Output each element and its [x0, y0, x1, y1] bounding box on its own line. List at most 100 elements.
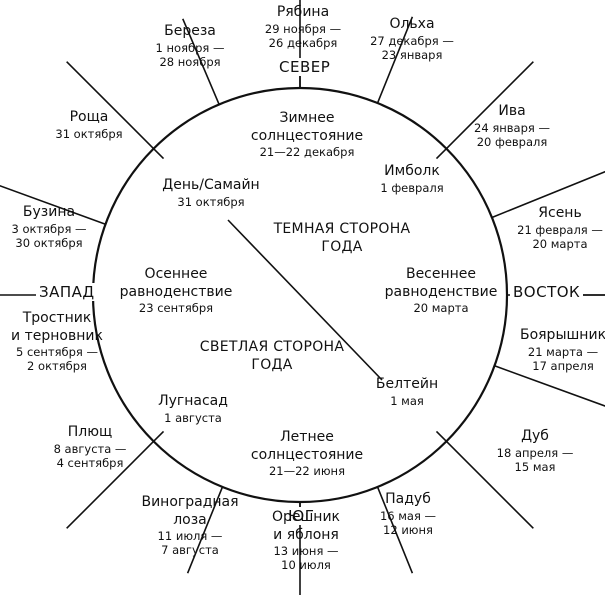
- tree-date: 24 января —: [474, 120, 550, 135]
- tree-name: и терновник: [11, 327, 103, 344]
- festival-date: 21—22 декабря: [259, 145, 355, 159]
- festival-tick-mark: [435, 430, 447, 442]
- festival-name: солнцестояние: [250, 127, 364, 144]
- tree-name: Дуб: [521, 428, 549, 444]
- tree-date: 27 декабря —: [370, 33, 454, 48]
- festival-name: День/Самайн: [162, 177, 260, 193]
- tree-date: 3 октября —: [11, 221, 87, 236]
- festival-date: 20 марта: [413, 301, 469, 315]
- tree-name: Ясень: [538, 205, 582, 221]
- segment-divider-line: [445, 440, 534, 529]
- festival-date: 31 октября: [177, 194, 245, 209]
- tree-name: лоза: [173, 511, 207, 528]
- festival-name: Белтейн: [375, 376, 439, 392]
- festival-name: солнцестояние: [250, 446, 364, 463]
- festival-tick-mark: [153, 430, 165, 442]
- segment-divider-line: [0, 184, 106, 225]
- light-side-line-1: СВЕТЛАЯ СТОРОНА: [199, 339, 345, 355]
- tree-name: Плющ: [67, 424, 113, 440]
- tree-name: и яблоня: [273, 526, 339, 543]
- festival-tick-mark: [435, 148, 447, 160]
- segment-divider-line: [376, 486, 414, 574]
- festival-name: Весеннее: [405, 266, 477, 282]
- tree-date: 23 января: [381, 47, 443, 62]
- festival-date: 1 августа: [164, 410, 222, 425]
- tree-name: Виноградная: [141, 494, 239, 510]
- tree-date: 8 августа —: [53, 441, 127, 456]
- tree-date: 31 октября: [55, 126, 123, 141]
- tree-date: 18 апреля —: [496, 445, 574, 460]
- segment-divider-line: [445, 61, 534, 150]
- tree-date: 2 октября: [27, 359, 87, 374]
- tree-name: Боярышник: [519, 327, 605, 343]
- festival-date: 1 мая: [390, 393, 424, 408]
- festival-name: равноденствие: [119, 283, 233, 300]
- dark-side-line-1: ТЕМНАЯ СТОРОНА: [273, 221, 411, 237]
- tree-name: Ольха: [389, 16, 435, 32]
- festival-date: 23 сентября: [138, 301, 214, 315]
- tree-name: Тростник: [22, 310, 92, 326]
- tree-date: 29 ноября —: [264, 21, 342, 36]
- tree-date: 16 мая —: [379, 508, 437, 523]
- tree-date: 17 апреля: [532, 358, 594, 373]
- tree-name: Рябина: [276, 4, 330, 20]
- dark-light-divider-line: [227, 219, 383, 381]
- festival-name: Лугнасад: [158, 393, 228, 409]
- tree-name: Падуб: [385, 491, 431, 507]
- segment-divider-line: [491, 170, 605, 219]
- tree-name: Береза: [164, 23, 216, 39]
- tree-name: Бузина: [22, 204, 76, 220]
- festival-name: Летнее: [280, 429, 334, 445]
- dark-side-label: ТЕМНАЯ СТОРОНА ГОДА: [274, 221, 411, 256]
- tree-date: 21 февраля —: [517, 222, 603, 237]
- tree-date: 12 июня: [383, 522, 433, 537]
- tree-date: 20 марта: [532, 236, 588, 251]
- tree-name: Роща: [69, 109, 109, 125]
- tree-date: 4 сентября: [56, 455, 124, 470]
- segment-divider-line: [186, 486, 224, 574]
- west-label: ЗАПАД: [36, 283, 98, 301]
- tree-date: 21 марта —: [527, 344, 599, 359]
- east-label: ВОСТОК: [510, 283, 584, 301]
- light-side-line-2: ГОДА: [251, 356, 293, 373]
- south-label: ЮГ: [285, 507, 318, 525]
- segment-divider-line: [494, 365, 605, 407]
- festival-tick-mark: [153, 148, 165, 160]
- festival-date: 1 февраля: [380, 180, 444, 195]
- segment-divider-line: [182, 18, 220, 105]
- tree-date: 20 февраля: [476, 134, 548, 149]
- light-side-label: СВЕТЛАЯ СТОРОНА ГОДА: [200, 339, 344, 374]
- tree-name: Ива: [498, 103, 526, 119]
- tree-date: 30 октября: [15, 235, 83, 250]
- festival-date: 21—22 июня: [268, 464, 345, 478]
- tree-date: 13 июня —: [273, 544, 339, 558]
- tree-name: Орешник: [271, 509, 341, 525]
- dark-side-line-2: ГОДА: [321, 238, 363, 255]
- tree-date: 10 июля: [281, 558, 331, 573]
- segment-divider-line: [66, 440, 155, 529]
- festival-name: Имболк: [384, 163, 440, 179]
- tree-date: 7 августа: [161, 543, 219, 558]
- festival-name: Осеннее: [144, 266, 208, 282]
- tree-date: 11 июля —: [157, 529, 223, 543]
